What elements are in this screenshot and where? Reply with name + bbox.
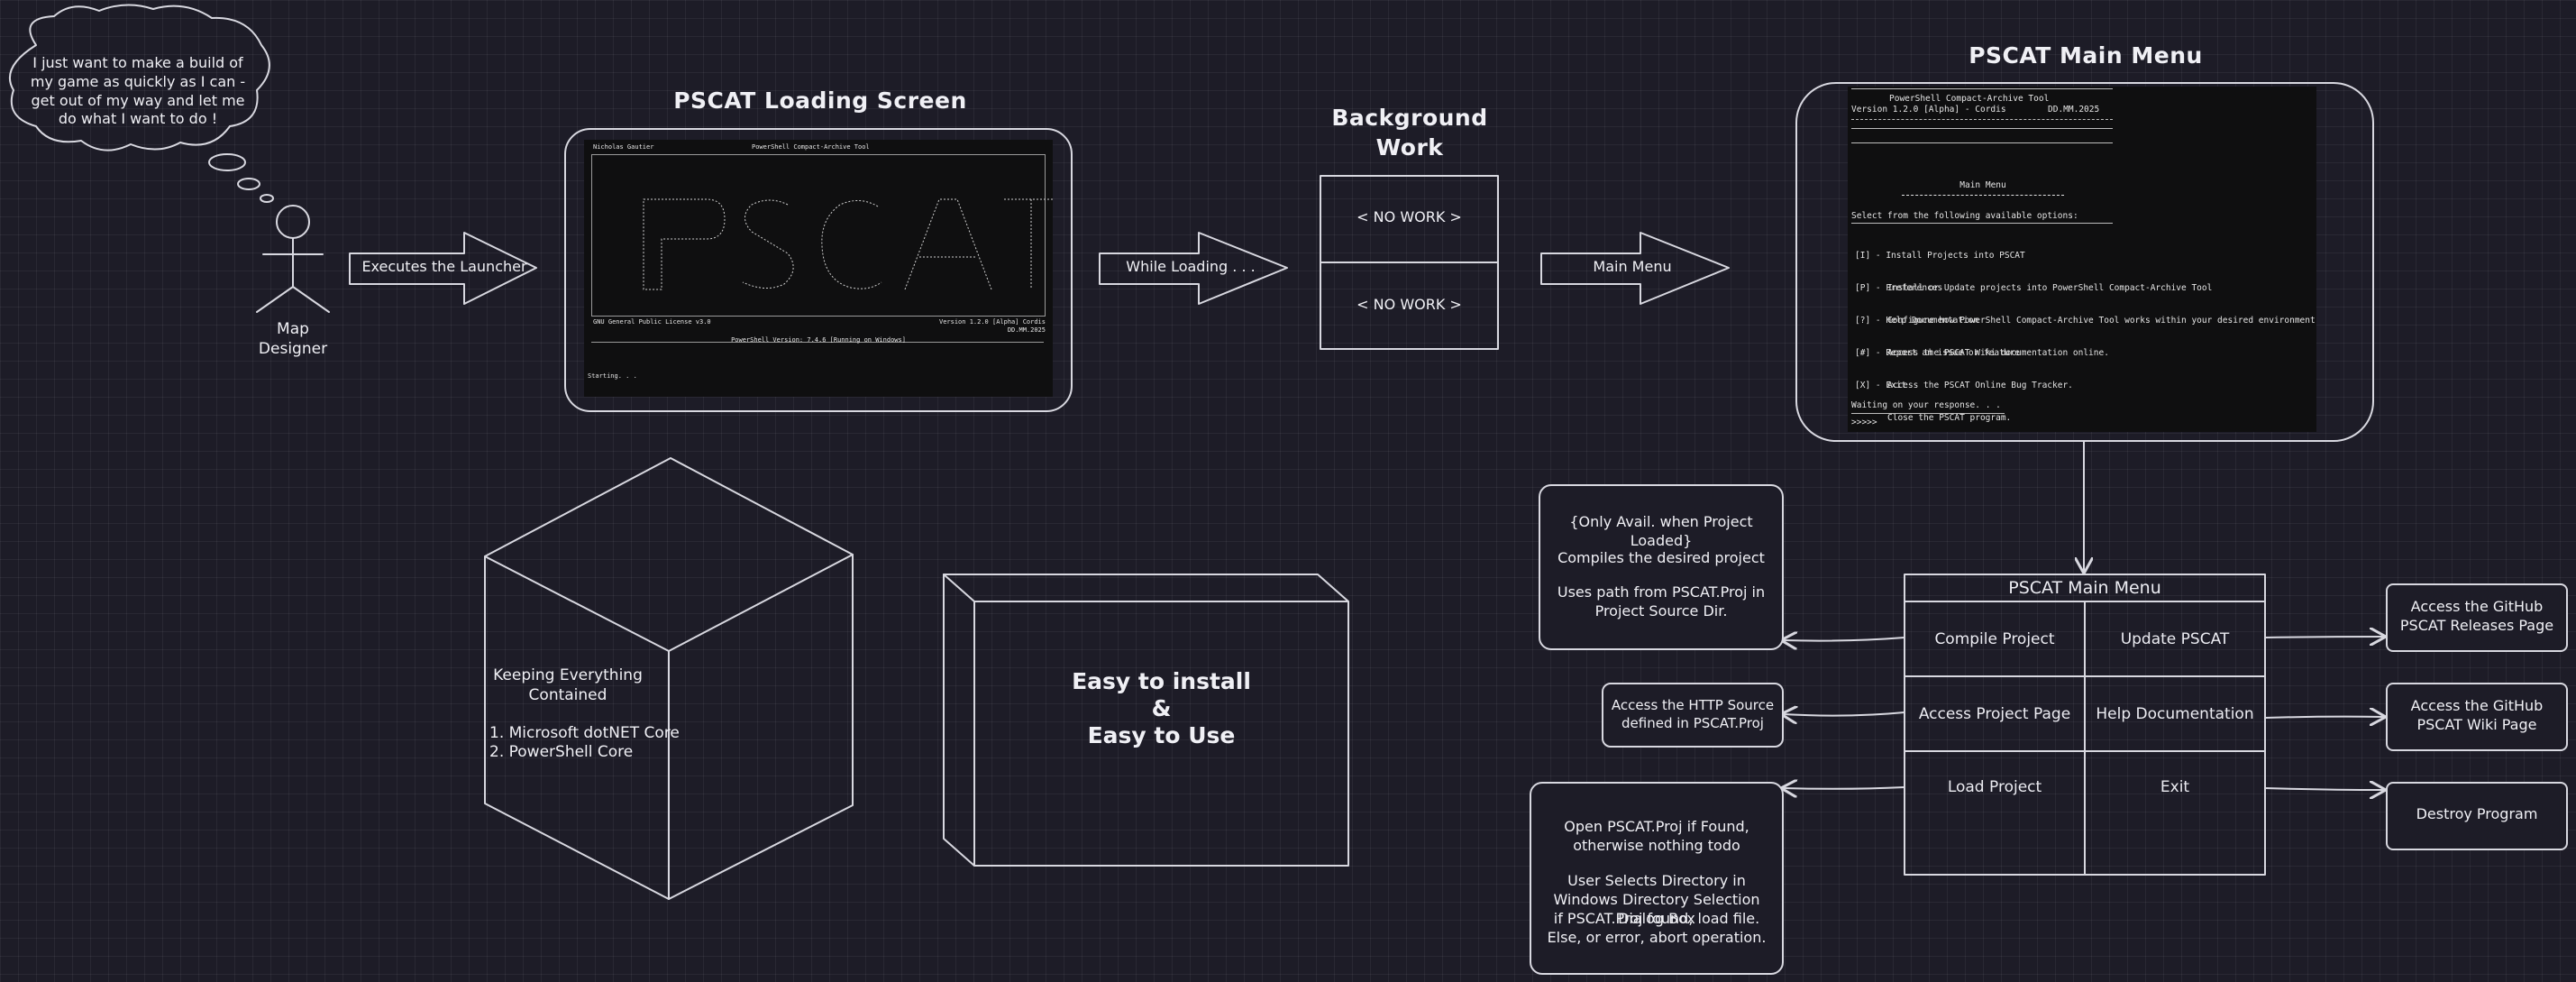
loading-date: DD.MM.2025 [1007,326,1046,334]
loading-divider [591,342,1044,343]
note-destroy: Destroy Program [2386,782,2568,850]
mm-tool-name: PowerShell Compact-Archive Tool [1889,94,2050,104]
menu-cell-access-project-page[interactable]: Access Project Page [1918,704,2071,723]
background-work-slot-1: < NO WORK > [1357,208,1462,225]
easy-line-2: & [1151,695,1172,721]
arrow-loading-label: While Loading . . . [1126,258,1256,275]
loading-license: GNU General Public License v3.0 [593,318,711,326]
loading-terminal: Nicholas Gautier PowerShell Compact-Arch… [584,140,1053,397]
menu-cell-exit[interactable]: Exit [2160,778,2190,796]
actor-figure [256,205,330,313]
mm-menu-header: Main Menu [1959,180,2006,190]
cube-item-1: 1. Microsoft dotNET Core [489,724,680,742]
note-load-line-4: Else, or error, abort operation. [1547,929,1767,946]
mm-option-report[interactable]: [#] - Report an issue or feature Access … [1855,348,2073,390]
thought-cloud [9,4,270,151]
note-wiki-text: Access the GitHub PSCAT Wiki Page [2410,697,2544,733]
note-project-page: Access the HTTP Source defined in PSCAT.… [1602,683,1784,748]
note-destroy-text: Destroy Program [2416,805,2538,822]
cube-heading: Keeping Everything Contained [493,666,643,705]
note-compile-line-1: {Only Avail. when Project Loaded} [1569,513,1753,549]
arrow-mainmenu-shape [1540,232,1730,305]
menu-cell-update-pscat[interactable]: Update PSCAT [2120,629,2230,648]
easy-line-3: Easy to Use [1087,722,1236,748]
background-work-slot-2: < NO WORK > [1357,296,1462,313]
mm-option-exit[interactable]: [X] - Exit Close the PSCAT program. [1855,381,2012,423]
cube-shape [484,457,854,900]
note-compile-line-3: Uses path from PSCAT.Proj in Project Sou… [1557,583,1766,619]
arrow-loading-shape [1099,232,1288,305]
actor-label: Map Designer [258,320,328,359]
background-work-title: Background Work [1331,105,1488,161]
menu-cell-compile-project[interactable]: Compile Project [1934,629,2055,648]
loading-version: Version 1.2.0 [Alpha] Cordis [938,318,1046,326]
thought-text: I just want to make a build of my game a… [30,54,246,128]
easy-line-1: Easy to install [1072,668,1251,694]
arrow-launcher-label: Executes the Launcher [361,258,527,275]
note-wiki: Access the GitHub PSCAT Wiki Page [2386,683,2568,751]
note-releases: Access the GitHub PSCAT Releases Page [2386,583,2568,652]
thought-bubble-dot-3 [260,194,274,203]
mm-option-install[interactable]: [I] - Install Projects into PSCAT Instal… [1855,251,2213,293]
loading-author: Nicholas Gautier [593,143,654,151]
cube-item-2: 2. PowerShell Core [489,743,634,761]
mainmenu-terminal: PowerShell Compact-Archive Tool Version … [1848,87,2316,432]
note-compile-line-2: Compiles the desired project [1557,549,1765,566]
note-releases-text: Access the GitHub PSCAT Releases Page [2399,598,2554,634]
arrow-mainmenu-label: Main Menu [1593,258,1672,275]
loading-screen-title: PSCAT Loading Screen [673,87,967,114]
mm-option-preferences[interactable]: [P] - Preferences Configure how PowerShe… [1855,283,2316,326]
menu-grid-header: PSCAT Main Menu [2008,578,2161,598]
thought-bubble-dot-2 [237,178,260,190]
mainmenu-title: PSCAT Main Menu [1969,42,2203,69]
loading-frame [564,128,1073,412]
arrow-launcher-shape [349,232,537,305]
loading-ps-version: PowerShell Version: 7.4.6 [Running on Wi… [731,336,906,344]
menu-cell-load-project[interactable]: Load Project [1947,778,2042,796]
loading-tool-name: PowerShell Compact-Archive Tool [752,143,870,151]
menu-cell-help-documentation[interactable]: Help Documentation [2096,704,2254,723]
mm-date: DD.MM.2025 [2048,105,2100,115]
thought-bubble-dot-1 [208,153,246,171]
ascii-logo-art [643,198,1053,290]
mm-option-help[interactable]: [?] - Help Documentation Access the PSCA… [1855,316,2109,358]
note-load-line-3: if PSCAT.Proj found, load file. [1553,910,1760,927]
mm-cursor: >>>>> [1851,418,1877,427]
note-compile: {Only Avail. when Project Loaded} Compil… [1539,484,1784,650]
easy-box-shape [943,574,1349,867]
note-project-page-text: Access the HTTP Source defined in PSCAT.… [1611,697,1775,731]
mm-version: Version 1.2.0 [Alpha] - Cordis [1851,105,2006,115]
note-load-line-1: Open PSCAT.Proj if Found, otherwise noth… [1564,818,1749,854]
mm-waiting: Waiting on your response. . . [1851,400,2001,410]
note-load-line-2: User Selects Directory in Windows Direct… [1553,872,1760,927]
mm-prompt: Select from the following available opti… [1851,211,2078,221]
ascii-art-frame [591,154,1053,317]
loading-status: Starting. . . [588,372,637,380]
note-load: Open PSCAT.Proj if Found, otherwise noth… [1530,782,1784,975]
